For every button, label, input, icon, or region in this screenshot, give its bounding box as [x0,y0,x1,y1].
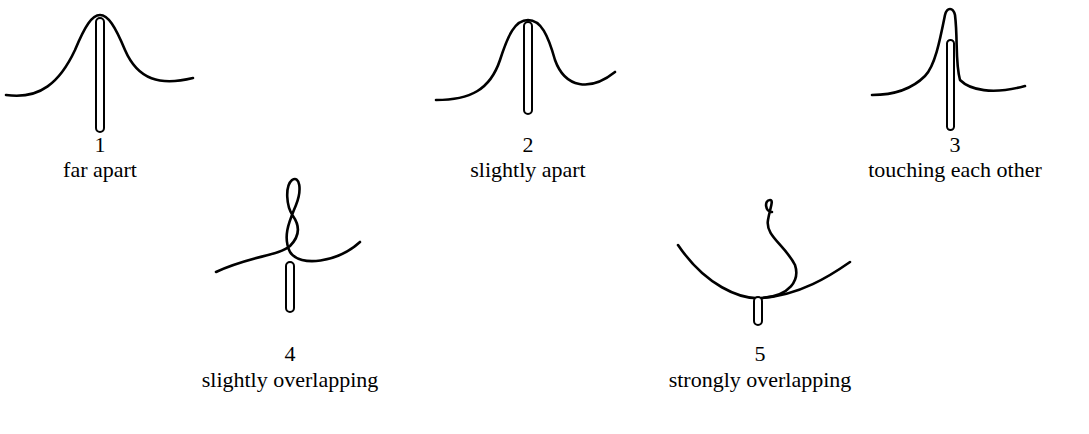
option-number: 3 [950,133,961,157]
margin-curve [678,200,796,298]
margin-curve [216,179,360,272]
rod [524,22,532,114]
option-caption: slightly overlapping [202,368,379,392]
option-caption: strongly overlapping [669,368,852,392]
rod [96,18,104,132]
margin-curve [762,262,850,298]
rod [754,297,762,325]
rod [286,262,294,312]
option-caption: far apart [63,158,137,182]
option-number: 5 [755,342,766,366]
option-number: 4 [285,342,296,366]
rod [947,40,954,130]
option-caption: slightly apart [470,158,585,182]
option-caption: touching each other [868,158,1042,182]
option-number: 2 [523,133,534,157]
option-number: 1 [95,133,106,157]
